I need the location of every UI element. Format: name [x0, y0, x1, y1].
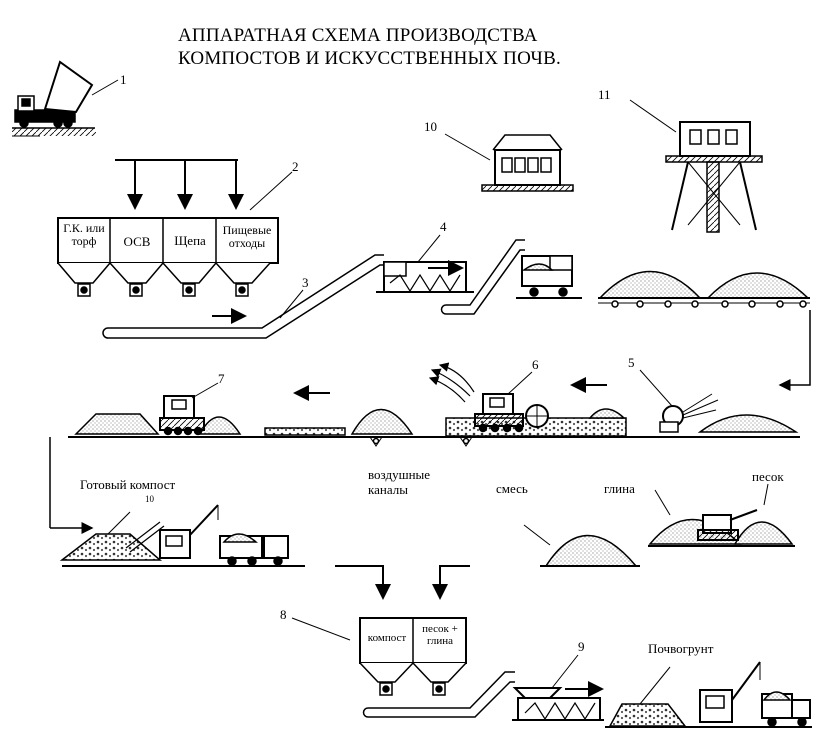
label-ready-compost: Готовый компост	[80, 477, 176, 492]
label-soil: Почвогрунт	[648, 641, 714, 656]
hopper-label-chips: Щепа	[174, 233, 206, 248]
hopper-label-food-waste: Пищевые отходы	[222, 223, 272, 250]
label-number-10b: 10	[145, 494, 154, 504]
soil-output	[605, 661, 812, 728]
label-number-6: 6	[532, 357, 539, 372]
hopper-label-gk-peat: Г.К. или торф	[63, 221, 105, 248]
hopper-label-compost: компост	[367, 632, 407, 644]
hopper-label-osv: ОСВ	[123, 234, 151, 249]
diagram-title-line-1: АППАРАТНАЯ СХЕМА ПРОИЗВОДСТВА	[178, 25, 538, 46]
label-number-10: 10	[424, 119, 437, 134]
label-air-channels: воздушные каналы	[368, 467, 431, 497]
label-number-5: 5	[628, 355, 635, 370]
label-sand: песок	[752, 469, 784, 484]
hopper-bank-top	[57, 217, 279, 297]
mix-and-raw-piles	[523, 483, 795, 567]
screw-mixer-9	[512, 654, 604, 721]
label-number-9: 9	[578, 639, 585, 654]
label-number-1: 1	[120, 72, 127, 87]
label-number-11: 11	[598, 87, 611, 102]
hopper-label-sand-clay: песок + глина	[422, 623, 458, 647]
hopper-bank-bottom	[291, 617, 515, 718]
screw-mixer-4	[376, 234, 582, 315]
label-number-4: 4	[440, 219, 447, 234]
dump-truck-1	[12, 60, 119, 137]
building-10	[444, 133, 574, 192]
control-tower-11	[629, 99, 763, 233]
label-number-3: 3	[302, 275, 309, 290]
ready-compost-area	[49, 437, 305, 567]
storage-piles-rail	[598, 270, 811, 391]
diagram-title-line-2: КОМПОСТОВ И ИСКУССТВЕННЫХ ПОЧВ.	[178, 48, 561, 69]
feed-arrows	[115, 159, 293, 211]
label-number-8: 8	[280, 607, 287, 622]
label-number-2: 2	[292, 159, 299, 174]
label-clay: глина	[604, 481, 635, 496]
composting-line	[68, 362, 800, 447]
label-mix: смесь	[496, 481, 528, 496]
conveyor-3	[102, 254, 384, 339]
label-number-7: 7	[218, 371, 225, 386]
flow-to-hoppers	[335, 565, 470, 600]
